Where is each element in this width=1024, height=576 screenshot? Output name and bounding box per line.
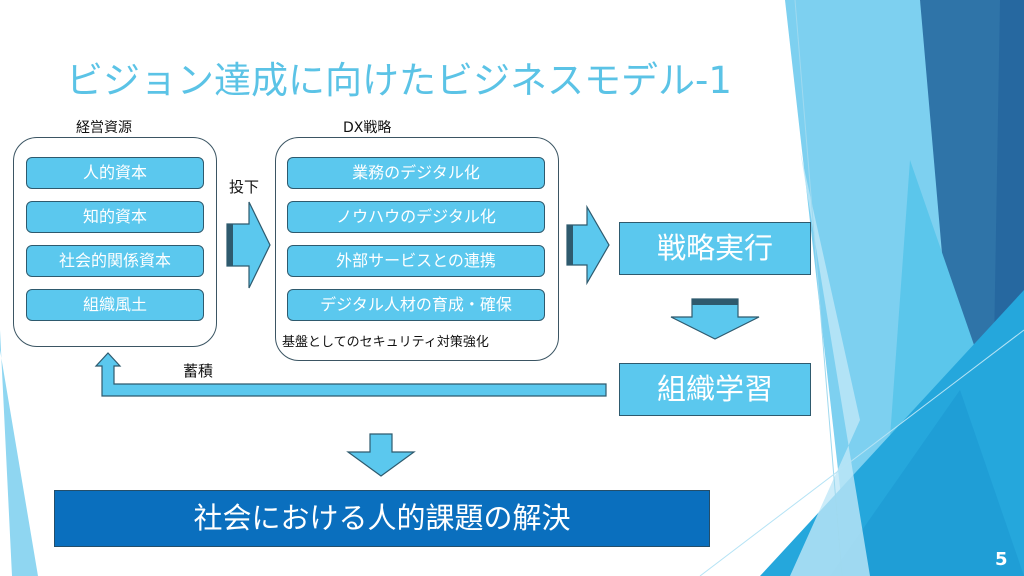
down-arrow-icon	[670, 298, 760, 340]
dx-item-digital-talent: デジタル人材の育成・確保	[287, 289, 545, 321]
deco-left-strip	[0, 330, 38, 576]
security-foundation-note: 基盤としてのセキュリティ対策強化	[282, 335, 489, 350]
social-issue-solution-box: 社会における人的課題の解決	[54, 490, 710, 547]
dx-item-external-services: 外部サービスとの連携	[287, 245, 545, 277]
organizational-learning-box: 組織学習	[619, 363, 811, 416]
right-arrow-icon	[566, 204, 610, 286]
deco-line-2	[699, 329, 1024, 576]
resources-heading: 経営資源	[76, 120, 132, 136]
resource-item-organizational-culture: 組織風土	[26, 289, 204, 321]
dx-heading: DX戦略	[343, 120, 392, 136]
page-number: 5	[995, 549, 1008, 570]
down-arrow-icon	[346, 433, 416, 477]
slide-title: ビジョン達成に向けたビジネスモデル-1	[66, 59, 732, 102]
resource-item-human-capital: 人的資本	[26, 157, 204, 189]
dx-item-business-digitalization: 業務のデジタル化	[287, 157, 545, 189]
feedback-arrow-icon	[94, 352, 607, 397]
deco-pale-facet	[790, 150, 870, 576]
resource-item-social-capital: 社会的関係資本	[26, 245, 204, 277]
deco-bottom-facet-2	[830, 390, 1024, 576]
strategy-execution-box: 戦略実行	[619, 222, 811, 275]
accumulation-label: 蓄積	[183, 362, 214, 380]
dx-strategy-group: 業務のデジタル化 ノウハウのデジタル化 外部サービスとの連携 デジタル人材の育成…	[275, 137, 559, 361]
resource-item-intellectual-capital: 知的資本	[26, 201, 204, 233]
dx-item-knowhow-digitalization: ノウハウのデジタル化	[287, 201, 545, 233]
deco-line-1	[794, 0, 843, 576]
invest-label: 投下	[229, 178, 260, 196]
resources-group: 人的資本 知的資本 社会的関係資本 組織風土	[13, 137, 217, 347]
right-arrow-icon	[226, 201, 271, 289]
